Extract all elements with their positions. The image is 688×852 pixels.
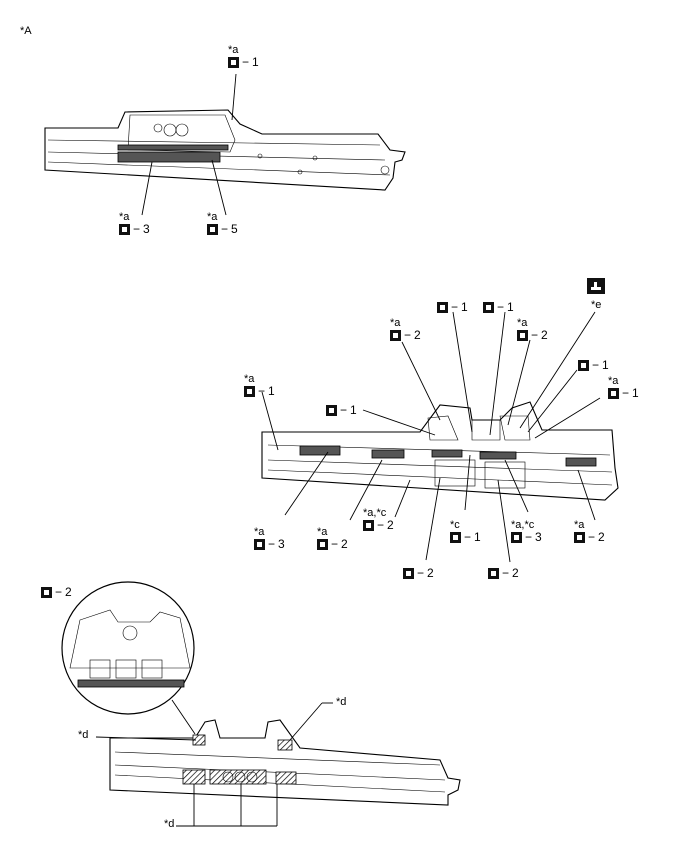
callout-v2-e: −1 [578, 359, 609, 372]
sealer-gun-icon [587, 278, 605, 294]
sealer-note: *e [591, 299, 601, 311]
callout-v2-o: −2 [403, 567, 434, 580]
spot-weld-square-icon [608, 388, 619, 399]
view3-leaders [95, 702, 333, 827]
callout-v2-k: *a,*c −2 [363, 507, 394, 532]
spot-weld-square-icon [488, 568, 499, 579]
callout-v2-i: *a −3 [254, 526, 285, 551]
view2-leaders [261, 311, 601, 563]
spot-weld-square-icon [517, 330, 528, 341]
spot-weld-square-icon [574, 532, 585, 543]
spot-weld-square-icon [578, 360, 589, 371]
callout-v1-3: *a −3 [119, 211, 150, 236]
callout-v3-inset: −2 [41, 586, 72, 599]
label-d-right: *d [336, 696, 347, 708]
spot-weld-square-icon [326, 405, 337, 416]
spot-weld-square-icon [363, 520, 374, 531]
view1-part [44, 109, 406, 191]
callout-v2-p: −2 [488, 567, 519, 580]
callout-v2-j: *a −2 [317, 526, 348, 551]
callout-v2-c: *a −2 [390, 317, 421, 342]
spot-weld-square-icon [450, 532, 461, 543]
callout-v2-l: *c −1 [450, 519, 481, 544]
callout-v2-h: −1 [326, 404, 357, 417]
callout-v1-1: *a −1 [228, 44, 259, 69]
spot-weld-square-icon [207, 224, 218, 235]
callout-v1-5: *a −5 [207, 211, 238, 236]
spot-weld-square-icon [228, 57, 239, 68]
callout-v2-g: *a −1 [244, 373, 275, 398]
callout-v2-n: *a −2 [574, 519, 605, 544]
spot-weld-square-icon [317, 539, 328, 550]
figure-label: *A [20, 25, 32, 37]
label-d-left: *d [78, 729, 89, 741]
view2-part [261, 401, 619, 501]
spot-weld-square-icon [254, 539, 265, 550]
callout-v2-d: *a −2 [517, 317, 548, 342]
callout-v2-m: *a,*c −3 [511, 519, 542, 544]
view3-inset [61, 581, 196, 735]
spot-weld-square-icon [41, 587, 52, 598]
spot-weld-square-icon [403, 568, 414, 579]
view3-part [109, 719, 461, 806]
spot-weld-square-icon [119, 224, 130, 235]
label-d-bottom: *d [164, 818, 175, 830]
spot-weld-square-icon [511, 532, 522, 543]
callout-v2-a: −1 [437, 301, 468, 314]
spot-weld-square-icon [244, 386, 255, 397]
callout-v2-b: −1 [483, 301, 514, 314]
spot-weld-square-icon [483, 302, 494, 313]
spot-weld-square-icon [390, 330, 401, 341]
callout-v2-f: *a −1 [608, 375, 639, 400]
spot-weld-square-icon [437, 302, 448, 313]
